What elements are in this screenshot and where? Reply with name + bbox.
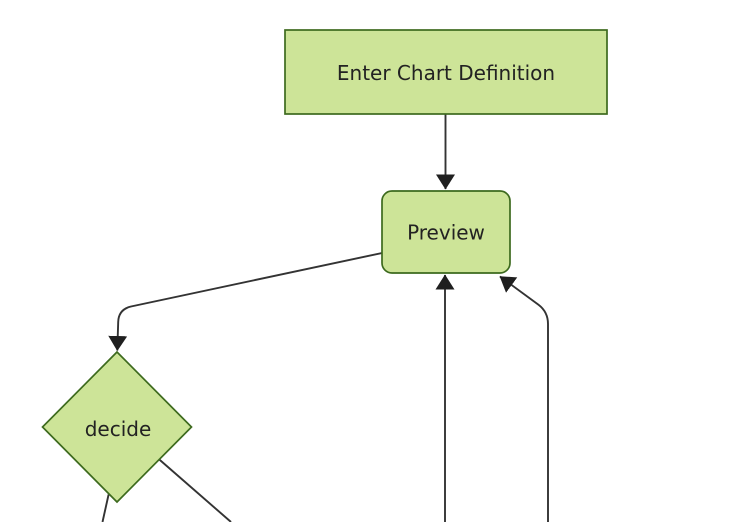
node-enter-chart-definition-label: Enter Chart Definition xyxy=(337,61,555,85)
node-enter-chart-definition: Enter Chart Definition xyxy=(284,29,608,115)
node-decide: decide xyxy=(41,350,193,504)
node-decide-shape xyxy=(41,350,193,504)
node-preview-shape xyxy=(381,190,511,274)
node-preview: Preview xyxy=(381,190,511,274)
node-decide-label: decide xyxy=(85,417,152,441)
node-preview-label: Preview xyxy=(407,221,485,245)
node-enter-chart-definition-shape xyxy=(284,29,608,115)
edge-offscreen-bottom-right-to-preview xyxy=(499,275,549,522)
edge-preview-to-decide xyxy=(108,252,383,351)
edge-decide-to-offscreen-bottom-left xyxy=(101,494,110,522)
edge-decide-to-offscreen-bottom-right xyxy=(158,458,232,522)
